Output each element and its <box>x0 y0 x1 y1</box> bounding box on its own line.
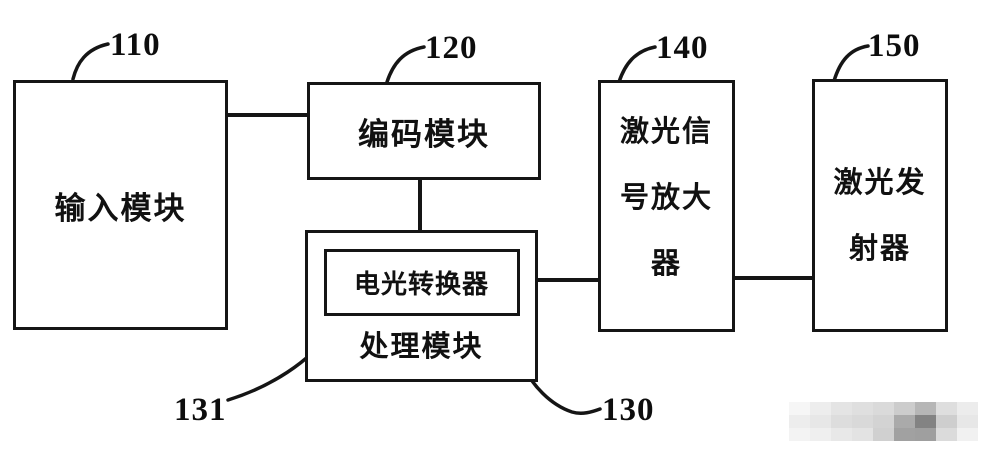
block-laser-emitter-line2: 射器 <box>848 232 911 265</box>
watermark-mosaic-cell <box>915 415 936 428</box>
block-input-module-label: 输入模块 <box>54 190 187 226</box>
block-laser-signal-amplifier: 激光信 号放大 器 <box>598 80 735 332</box>
watermark-mosaic-cell <box>789 428 810 441</box>
watermark-mosaic-cell <box>831 402 852 415</box>
block-electro-optic-converter: 电光转换器 <box>323 249 520 316</box>
watermark-mosaic-cell <box>873 428 894 441</box>
block-encoding-module-label: 编码模块 <box>358 116 490 152</box>
block-input-module: 输入模块 <box>13 80 228 330</box>
block-encoding-module: 编码模块 <box>307 82 541 180</box>
watermark-mosaic-cell <box>873 402 894 415</box>
watermark-mosaic-cell <box>810 415 831 428</box>
ref-label-140: 140 <box>656 30 709 66</box>
watermark-mosaic-cell <box>894 402 915 415</box>
watermark-mosaic-cell <box>894 415 915 428</box>
leader-line-120 <box>385 45 426 84</box>
ref-label-130: 130 <box>602 392 655 428</box>
watermark-mosaic-cell <box>915 402 936 415</box>
block-laser-signal-amplifier-line1: 激光信 <box>619 116 713 148</box>
block-processing-module: 电光转换器 处理模块 <box>305 230 538 382</box>
leader-line-110 <box>71 42 110 81</box>
ref-label-150: 150 <box>868 28 921 64</box>
watermark-mosaic-cell <box>957 415 978 428</box>
leader-line-150 <box>832 44 870 83</box>
watermark-mosaic-cell <box>915 428 936 441</box>
block-laser-signal-amplifier-line3: 器 <box>650 248 682 280</box>
watermark-mosaic-cell <box>789 415 810 428</box>
watermark-mosaic-cell <box>852 415 873 428</box>
watermark-mosaic-cell <box>789 402 810 415</box>
watermark-mosaic-cell <box>831 428 852 441</box>
block-laser-emitter-line1: 激光发 <box>833 166 927 199</box>
watermark-mosaic-cell <box>852 428 873 441</box>
block-electro-optic-converter-label: 电光转换器 <box>353 270 489 299</box>
block-processing-module-label: 处理模块 <box>359 331 484 363</box>
watermark-mosaic-cell <box>810 402 831 415</box>
watermark-mosaic-cell <box>957 402 978 415</box>
watermark-mosaic-cell <box>831 415 852 428</box>
watermark-mosaic-cell <box>852 402 873 415</box>
leader-line-140 <box>617 45 657 84</box>
watermark-mosaic-cell <box>873 415 894 428</box>
watermark-mosaic-cell <box>936 402 957 415</box>
pixelated-watermark <box>789 402 978 441</box>
block-laser-signal-amplifier-line2: 号放大 <box>619 182 713 214</box>
watermark-mosaic-cell <box>957 428 978 441</box>
watermark-mosaic-cell <box>936 428 957 441</box>
ref-label-110: 110 <box>110 27 161 63</box>
watermark-mosaic-cell <box>810 428 831 441</box>
ref-label-131: 131 <box>174 392 227 428</box>
block-laser-emitter: 激光发 射器 <box>812 79 948 332</box>
ref-label-120: 120 <box>425 30 478 66</box>
watermark-mosaic-cell <box>936 415 957 428</box>
watermark-mosaic-cell <box>894 428 915 441</box>
